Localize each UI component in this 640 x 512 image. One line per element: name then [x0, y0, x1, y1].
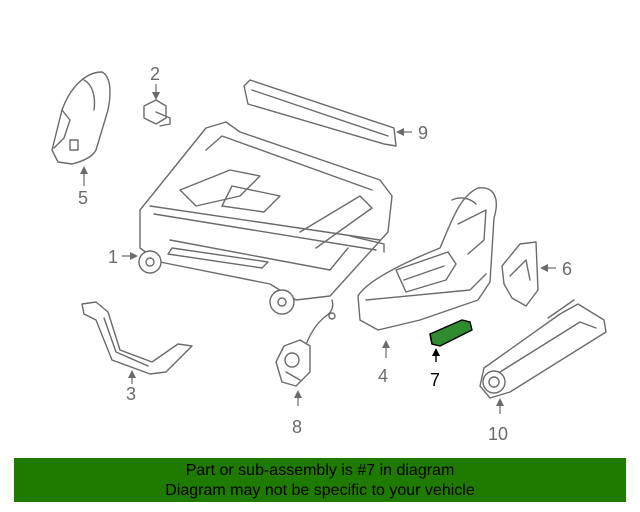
part-9-cross-bar[interactable] — [243, 79, 397, 147]
info-banner: Part or sub-assembly is #7 in diagram Di… — [14, 458, 626, 502]
callout-5: 5 — [78, 188, 88, 208]
banner-line-1: Part or sub-assembly is #7 in diagram — [185, 462, 455, 479]
callout-10: 10 — [488, 424, 508, 444]
part-8-motor-cable[interactable] — [275, 299, 336, 387]
part-4-side-trim-panel[interactable] — [357, 187, 497, 331]
callout-4: 4 — [378, 366, 388, 386]
part-3-support-bracket[interactable] — [81, 301, 193, 375]
part-2-bolt[interactable] — [143, 99, 171, 127]
part-6-trim-cover[interactable] — [501, 241, 539, 307]
part-1-seat-frame[interactable] — [138, 121, 393, 315]
callout-7: 7 — [430, 370, 440, 390]
seat-parts-diagram: 5 2 9 1 3 — [51, 64, 607, 444]
callout-2: 2 — [150, 64, 160, 84]
part-10-track-cover[interactable] — [479, 299, 607, 399]
banner-line-2: Diagram may not be specific to your vehi… — [165, 482, 475, 499]
callout-1: 1 — [108, 247, 118, 267]
part-5-side-shield[interactable] — [51, 71, 111, 165]
callout-8: 8 — [292, 417, 302, 437]
part-7-seat-switch[interactable] — [429, 319, 473, 347]
callout-6: 6 — [562, 259, 572, 279]
callout-9: 9 — [418, 123, 428, 143]
callout-3: 3 — [126, 384, 136, 404]
